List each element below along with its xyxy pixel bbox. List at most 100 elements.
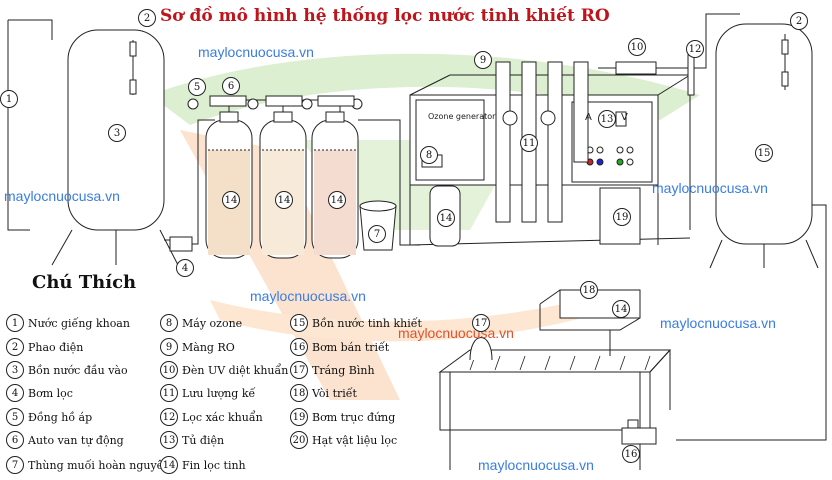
callout-badge: 14 xyxy=(222,191,240,209)
callout-badge: 1 xyxy=(0,90,18,108)
legend-item: 19 Bơm trục đứng xyxy=(290,408,395,426)
page-title: Sơ đồ mô hình hệ thống lọc nước tinh khi… xyxy=(160,6,610,26)
uv-lamp xyxy=(615,61,657,75)
callout-badge: 14 xyxy=(328,191,346,209)
legend-item: 3 Bồn nước đầu vào xyxy=(6,361,128,379)
legend-text: Tủ điện xyxy=(182,433,225,447)
callout-badge: 5 xyxy=(188,78,206,96)
callout-badge: 19 xyxy=(613,208,631,226)
legend-number: 13 xyxy=(160,431,178,449)
legend-number: 20 xyxy=(290,431,308,449)
legend-text: Bơm bán triết xyxy=(312,340,390,354)
legend-text: Thùng muối hoàn nguyên xyxy=(28,458,171,472)
legend-number: 10 xyxy=(160,361,178,379)
watermark: maylocnuocusa.vn xyxy=(4,188,120,204)
legend-item: 9 Màng RO xyxy=(160,338,235,356)
legend-text: Fin lọc tinh xyxy=(182,458,246,472)
legend-number: 9 xyxy=(160,338,178,356)
callout-badge: 12 xyxy=(686,40,704,58)
callout-badge: 6 xyxy=(222,77,240,95)
input-tank xyxy=(51,29,179,266)
legend-item: 13 Tủ điện xyxy=(160,431,224,449)
legend-item: 18 Vòi triết xyxy=(290,384,357,402)
filter-columns xyxy=(187,95,363,259)
legend-item: 17 Tráng Bình xyxy=(290,361,375,379)
callout-badge: 4 xyxy=(176,259,194,277)
callout-badge: 2 xyxy=(790,12,808,30)
legend-number: 5 xyxy=(6,408,24,426)
legend-text: Lưu lượng kế xyxy=(182,386,256,400)
legend-text: Phao điện xyxy=(28,340,84,354)
legend-text: Vòi triết xyxy=(312,386,357,400)
legend-item: 12 Lọc xác khuẩn xyxy=(160,408,263,426)
legend-number: 18 xyxy=(290,384,308,402)
callout-badge: 16 xyxy=(622,445,640,463)
legend-text: Đồng hồ áp xyxy=(28,410,93,424)
legend-text: Màng RO xyxy=(182,340,235,354)
panel-letter: V xyxy=(621,112,628,123)
legend-number: 7 xyxy=(6,456,24,474)
legend-text: Auto van tự động xyxy=(28,433,124,447)
callout-badge: 18 xyxy=(580,281,598,299)
panel-letter: A xyxy=(585,112,592,123)
legend-text: Bơm lọc xyxy=(28,386,73,400)
callout-badge: 14 xyxy=(612,300,630,318)
callout-badge: 2 xyxy=(138,9,156,27)
pure-water-tank xyxy=(709,23,819,269)
legend-number: 4 xyxy=(6,384,24,402)
legend-number: 17 xyxy=(290,361,308,379)
legend-item: 16 Bơm bán triết xyxy=(290,338,389,356)
callout-badge: 7 xyxy=(368,225,386,243)
legend-title: Chú Thích xyxy=(32,272,137,293)
legend-item: 8 Máy ozone xyxy=(160,314,242,332)
legend-text: Bồn nước tinh khiết xyxy=(312,316,422,330)
filter-pump xyxy=(169,236,193,252)
legend-number: 3 xyxy=(6,361,24,379)
legend-text: Máy ozone xyxy=(182,316,243,330)
callout-badge: 13 xyxy=(598,110,616,128)
callout-badge: 9 xyxy=(474,51,492,69)
ozone-label: Ozone generator xyxy=(428,112,496,121)
watermark: maylocnuocusa.vn xyxy=(660,315,776,331)
legend-item: 15 Bồn nước tinh khiết xyxy=(290,314,422,332)
legend-item: 4 Bơm lọc xyxy=(6,384,73,402)
legend-number: 16 xyxy=(290,338,308,356)
legend-item: 2 Phao điện xyxy=(6,338,83,356)
legend-number: 12 xyxy=(160,408,178,426)
legend-number: 14 xyxy=(160,456,178,474)
legend-text: Đèn UV diệt khuẩn xyxy=(182,363,289,377)
legend-number: 6 xyxy=(6,431,24,449)
legend-item: 1 Nước giếng khoan xyxy=(6,314,130,332)
callout-badge: 17 xyxy=(472,314,490,332)
bacteria-filter xyxy=(687,54,695,96)
watermark: maylocnuocusa.vn xyxy=(198,44,314,60)
callout-badge: 3 xyxy=(108,124,126,142)
legend-text: Lọc xác khuẩn xyxy=(182,410,263,424)
callout-badge: 10 xyxy=(628,38,646,56)
legend-number: 8 xyxy=(160,314,178,332)
legend-text: Nước giếng khoan xyxy=(28,316,130,330)
vertical-pump xyxy=(599,187,641,245)
legend-item: 5 Đồng hồ áp xyxy=(6,408,92,426)
legend-text: Bồn nước đầu vào xyxy=(28,363,128,377)
watermark: maylocnuocusa.vn xyxy=(478,457,594,473)
legend-text: Bơm trục đứng xyxy=(312,410,396,424)
legend-number: 15 xyxy=(290,314,308,332)
callout-badge: 8 xyxy=(420,146,438,164)
callout-badge: 14 xyxy=(275,191,293,209)
watermark: maylocnuocusa.vn xyxy=(250,288,366,304)
callout-badge: 15 xyxy=(755,144,773,162)
legend-number: 19 xyxy=(290,408,308,426)
filling-station xyxy=(438,289,672,470)
legend-number: 2 xyxy=(6,338,24,356)
watermark: maylocnuocusa.vn xyxy=(652,180,768,196)
callout-badge: 11 xyxy=(520,134,538,152)
legend-item: 14 Fin lọc tinh xyxy=(160,456,246,474)
legend-number: 1 xyxy=(6,314,24,332)
legend-item: 6 Auto van tự động xyxy=(6,431,124,449)
legend-text: Tráng Bình xyxy=(312,363,375,377)
